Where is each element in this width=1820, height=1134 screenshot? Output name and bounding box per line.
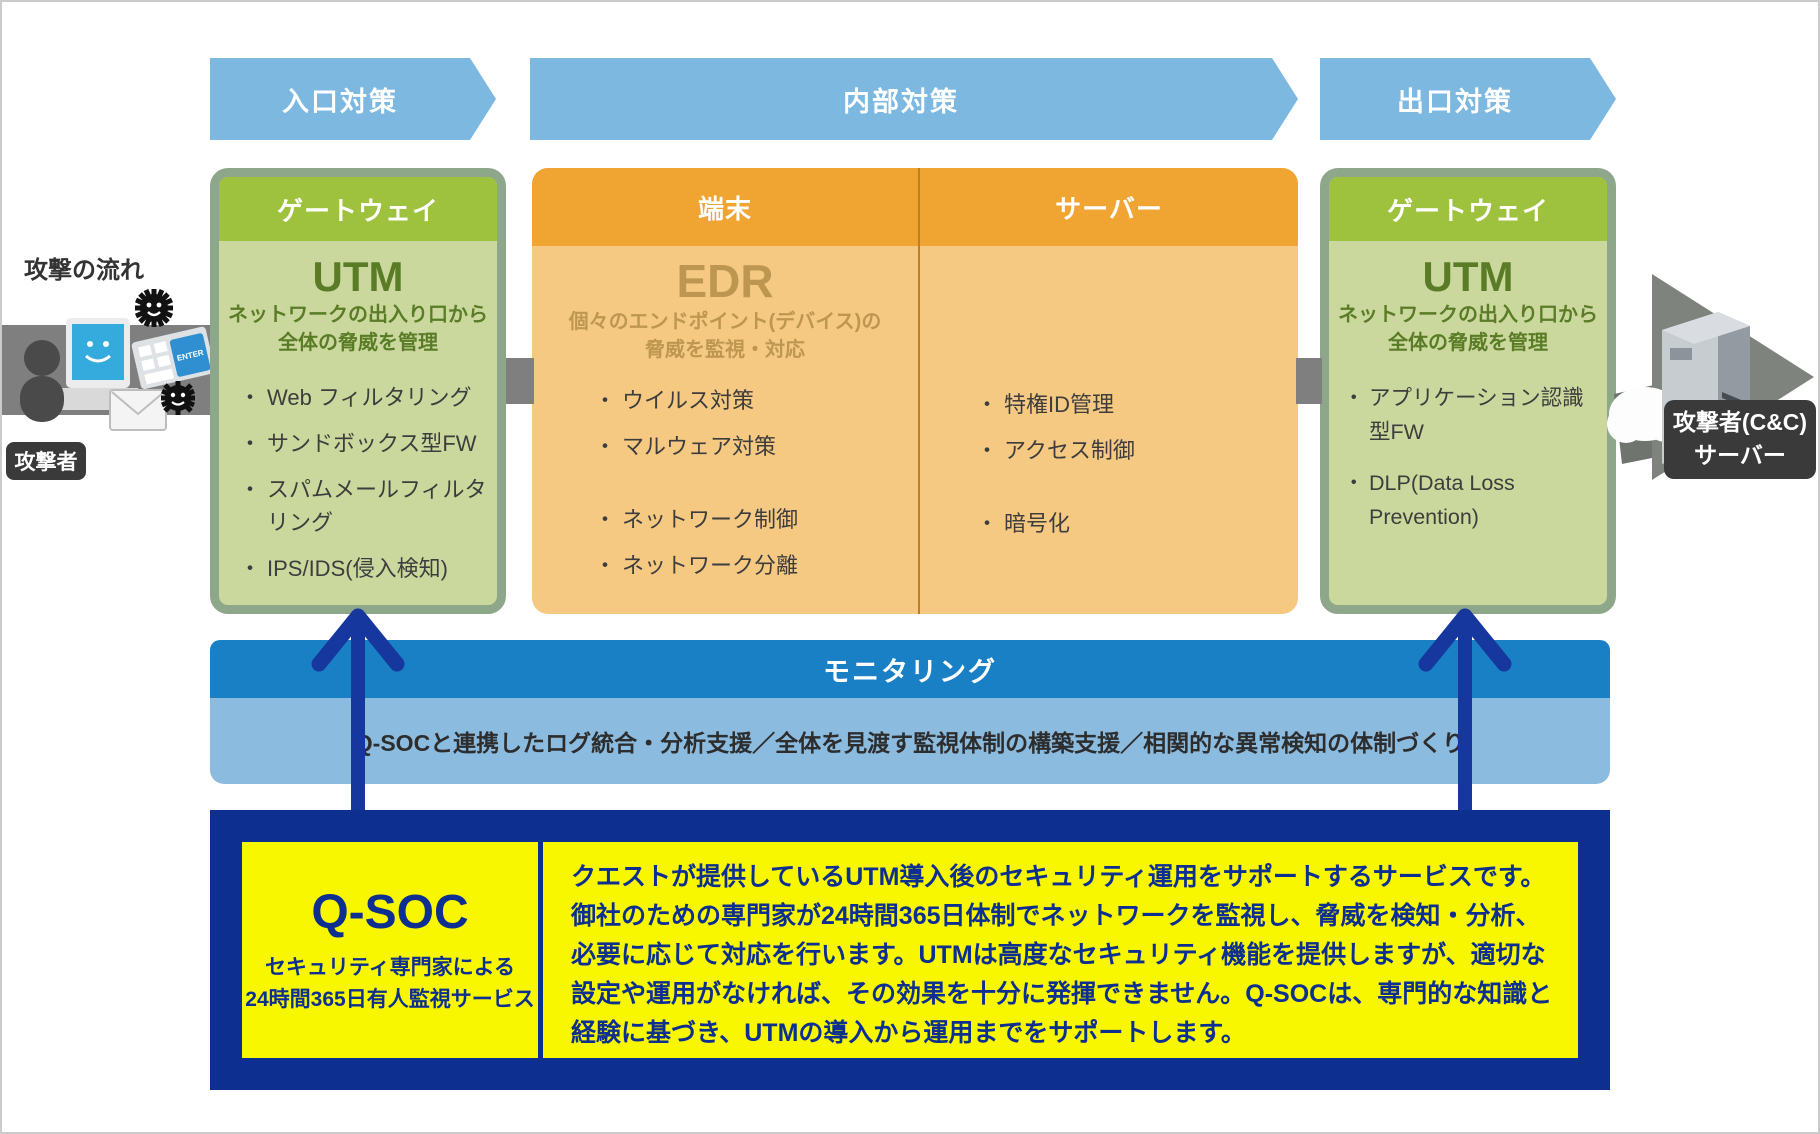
qsoc-support-arrow-left [311, 608, 405, 814]
list-item: 特権ID管理 [976, 388, 1290, 421]
terminal-column: 端末 EDR 個々のエンドポイント(デバイス)の 脅威を監視・対応 ウイルス対策… [532, 168, 918, 614]
internal-measures-box: 端末 EDR 個々のエンドポイント(デバイス)の 脅威を監視・対応 ウイルス対策… [532, 168, 1298, 614]
exit-gateway-box: ゲートウェイ UTM ネットワークの出入り口から 全体の脅威を管理 アプリケーシ… [1320, 168, 1616, 614]
entrance-feature-list: Web フィルタリング サンドボックス型FW スパムメールフィルタリング IPS… [219, 381, 497, 585]
list-item: DLP(Data Loss Prevention) [1343, 466, 1603, 535]
server-header: サーバー [1055, 193, 1163, 224]
exit-utm-subtitle-line1: ネットワークの出入り口から [1338, 304, 1598, 326]
attack-path-connector [1296, 358, 1322, 404]
exit-utm-subtitle-line2: 全体の脅威を管理 [1388, 332, 1548, 354]
terminal-header: 端末 [697, 193, 752, 224]
exit-feature-list: アプリケーション認識型FW DLP(Data Loss Prevention) [1329, 381, 1607, 535]
qsoc-description: クエストが提供しているUTM導入後のセキュリティ運用をサポートするサービスです。… [571, 863, 1553, 1047]
edr-subtitle-line2: 脅威を監視・対応 [645, 339, 805, 361]
qsoc-panel: Q-SOC セキュリティ専門家による 24時間365日有人監視サービス クエスト… [242, 842, 1578, 1058]
enter-key: ENTER [169, 333, 211, 377]
list-item: IPS/IDS(侵入検知) [239, 552, 489, 585]
monitoring-title: モニタリング [823, 656, 997, 687]
qsoc-subtitle-line2: 24時間365日有人監視サービス [245, 987, 535, 1011]
list-item: アクセス制御 [976, 434, 1290, 467]
internal-column-divider [918, 168, 920, 614]
attacker-badge: 攻撃者 [6, 442, 86, 480]
list-item: Web フィルタリング [239, 381, 489, 414]
monitoring-description-bar: Q-SOCと連携したログ統合・分析支援／全体を見渡す監視体制の構築支援／相関的な… [210, 698, 1610, 784]
qsoc-title: Q-SOC [311, 886, 469, 939]
internal-header-bar [532, 168, 1298, 246]
banner-entrance-label: 入口対策 [282, 86, 398, 117]
entrance-gateway-box: ゲートウェイ UTM ネットワークの出入り口から 全体の脅威を管理 Web フィ… [210, 168, 506, 614]
edr-subtitle-line1: 個々のエンドポイント(デバイス)の [568, 311, 882, 333]
list-item: サンドボックス型FW [239, 427, 489, 460]
qsoc-divider [538, 842, 543, 1058]
list-item: 暗号化 [976, 507, 1290, 540]
edr-title: EDR [676, 255, 774, 307]
attack-path-connector [506, 358, 534, 404]
entrance-utm-subtitle: ネットワークの出入り口から 全体の脅威を管理 [219, 301, 497, 357]
cc-server-badge: 攻撃者(C&C) サーバー [1664, 400, 1816, 479]
qsoc-support-arrow-right [1418, 608, 1512, 814]
list-item: ウイルス対策 [594, 384, 910, 417]
attack-flow-label: 攻撃の流れ [24, 257, 144, 284]
monitoring-description: Q-SOCと連携したログ統合・分析支援／全体を見渡す監視体制の構築支援／相関的な… [354, 730, 1466, 756]
list-item: ネットワーク分離 [594, 549, 910, 582]
attacker-person-icon [20, 340, 64, 422]
qsoc-section: Q-SOC セキュリティ専門家による 24時間365日有人監視サービス クエスト… [210, 810, 1610, 1090]
edr-subtitle: 個々のエンドポイント(デバイス)の 脅威を監視・対応 [532, 308, 918, 364]
cc-server-badge-line2: サーバー [1694, 442, 1786, 469]
banner-internal-label: 内部対策 [843, 86, 959, 117]
monitoring-section: モニタリング Q-SOCと連携したログ統合・分析支援／全体を見渡す監視体制の構築… [210, 640, 1610, 784]
list-item: ネットワーク制御 [594, 503, 910, 536]
entrance-utm-subtitle-line2: 全体の脅威を管理 [278, 332, 438, 354]
attacker-illustration: ENTER [2, 288, 214, 431]
banner-internal-measures: 内部対策 [530, 58, 1298, 140]
exit-utm-subtitle: ネットワークの出入り口から 全体の脅威を管理 [1329, 301, 1607, 357]
envelope-icon [109, 389, 167, 431]
monitoring-title-bar: モニタリング [210, 640, 1610, 698]
list-item: スパムメールフィルタリング [239, 473, 489, 539]
banner-entrance-measures: 入口対策 [210, 58, 496, 140]
exit-utm-title: UTM [1422, 253, 1514, 300]
banner-exit-label: 出口対策 [1397, 86, 1513, 117]
list-item: マルウェア対策 [594, 430, 910, 463]
terminal-feature-list: ウイルス対策 マルウェア対策 ネットワーク制御 ネットワーク分離 [532, 384, 918, 582]
virus-icon [160, 381, 196, 415]
qsoc-subtitle-line1: セキュリティ専門家による [264, 956, 516, 979]
server-feature-list: 特権ID管理 アクセス制御 暗号化 [920, 388, 1298, 540]
list-item: アプリケーション認識型FW [1343, 381, 1603, 450]
exit-gateway-header: ゲートウェイ [1329, 177, 1607, 241]
cc-server-badge-line1: 攻撃者(C&C) [1672, 409, 1808, 435]
entrance-utm-subtitle-line1: ネットワークの出入り口から [228, 304, 488, 326]
entrance-utm-title: UTM [312, 253, 404, 300]
qsoc-label-cell: Q-SOC セキュリティ専門家による 24時間365日有人監視サービス [242, 842, 538, 1058]
entrance-gateway-header: ゲートウェイ [219, 177, 497, 241]
server-column: サーバー 特権ID管理 アクセス制御 暗号化 [920, 168, 1298, 614]
banner-exit-measures: 出口対策 [1320, 58, 1616, 140]
keyboard-icon: ENTER [131, 326, 214, 389]
virus-icon [134, 288, 174, 328]
